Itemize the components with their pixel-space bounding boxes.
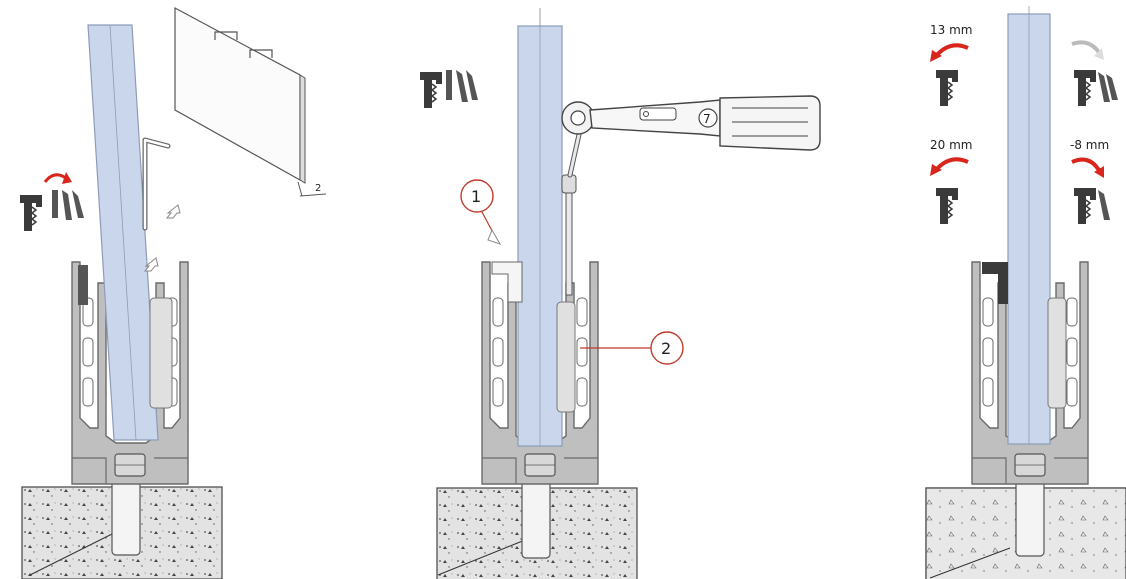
adjustment-label-20mm: 20 mm bbox=[930, 138, 972, 152]
red-arrow-icon bbox=[43, 173, 67, 183]
wrench-scale-label: 7 bbox=[703, 112, 711, 126]
gasket bbox=[149, 297, 173, 409]
red-arrow-icon bbox=[934, 43, 969, 58]
allen-key bbox=[142, 137, 171, 231]
adjustment-label-minus8mm: -8 mm bbox=[1070, 138, 1109, 152]
crack-line bbox=[437, 537, 531, 576]
crack-line bbox=[929, 547, 1011, 579]
inserted-wedge bbox=[78, 265, 88, 305]
hint-arrow bbox=[143, 257, 159, 272]
crack-line bbox=[29, 529, 121, 576]
panel-step-2: 7 1 2 bbox=[419, 8, 821, 579]
inserted-wedge bbox=[982, 262, 1008, 304]
gap-dimension-label: 2 bbox=[315, 183, 321, 194]
clip-icon bbox=[419, 71, 443, 109]
gasket bbox=[1047, 297, 1067, 409]
hint-arrow bbox=[165, 204, 181, 219]
panel-step-1: 2 bbox=[19, 6, 327, 579]
callout-1-label: 1 bbox=[471, 187, 481, 206]
clip-icon-stack bbox=[446, 70, 478, 102]
torque-wrench: 7 bbox=[561, 95, 821, 296]
wedge-outline bbox=[491, 261, 523, 303]
clip-icon bbox=[935, 187, 959, 225]
callout-2-label: 2 bbox=[661, 339, 671, 358]
clip-icon-stack bbox=[1073, 187, 1110, 225]
hollow-arrow-icon bbox=[1071, 40, 1102, 56]
callout-1-circle bbox=[460, 179, 494, 213]
clip-icon-stack bbox=[52, 190, 84, 220]
clip-icon bbox=[935, 69, 959, 107]
panel-step-3: 13 mm 20 mm -8 mm bbox=[925, 6, 1126, 579]
red-arrow-icon bbox=[1071, 157, 1102, 174]
clip-icon-stack bbox=[1073, 69, 1118, 107]
clip-icon-removed bbox=[19, 194, 43, 232]
gasket bbox=[556, 301, 576, 413]
red-arrow-icon bbox=[934, 157, 969, 172]
adjustment-label-13mm: 13 mm bbox=[930, 23, 972, 37]
